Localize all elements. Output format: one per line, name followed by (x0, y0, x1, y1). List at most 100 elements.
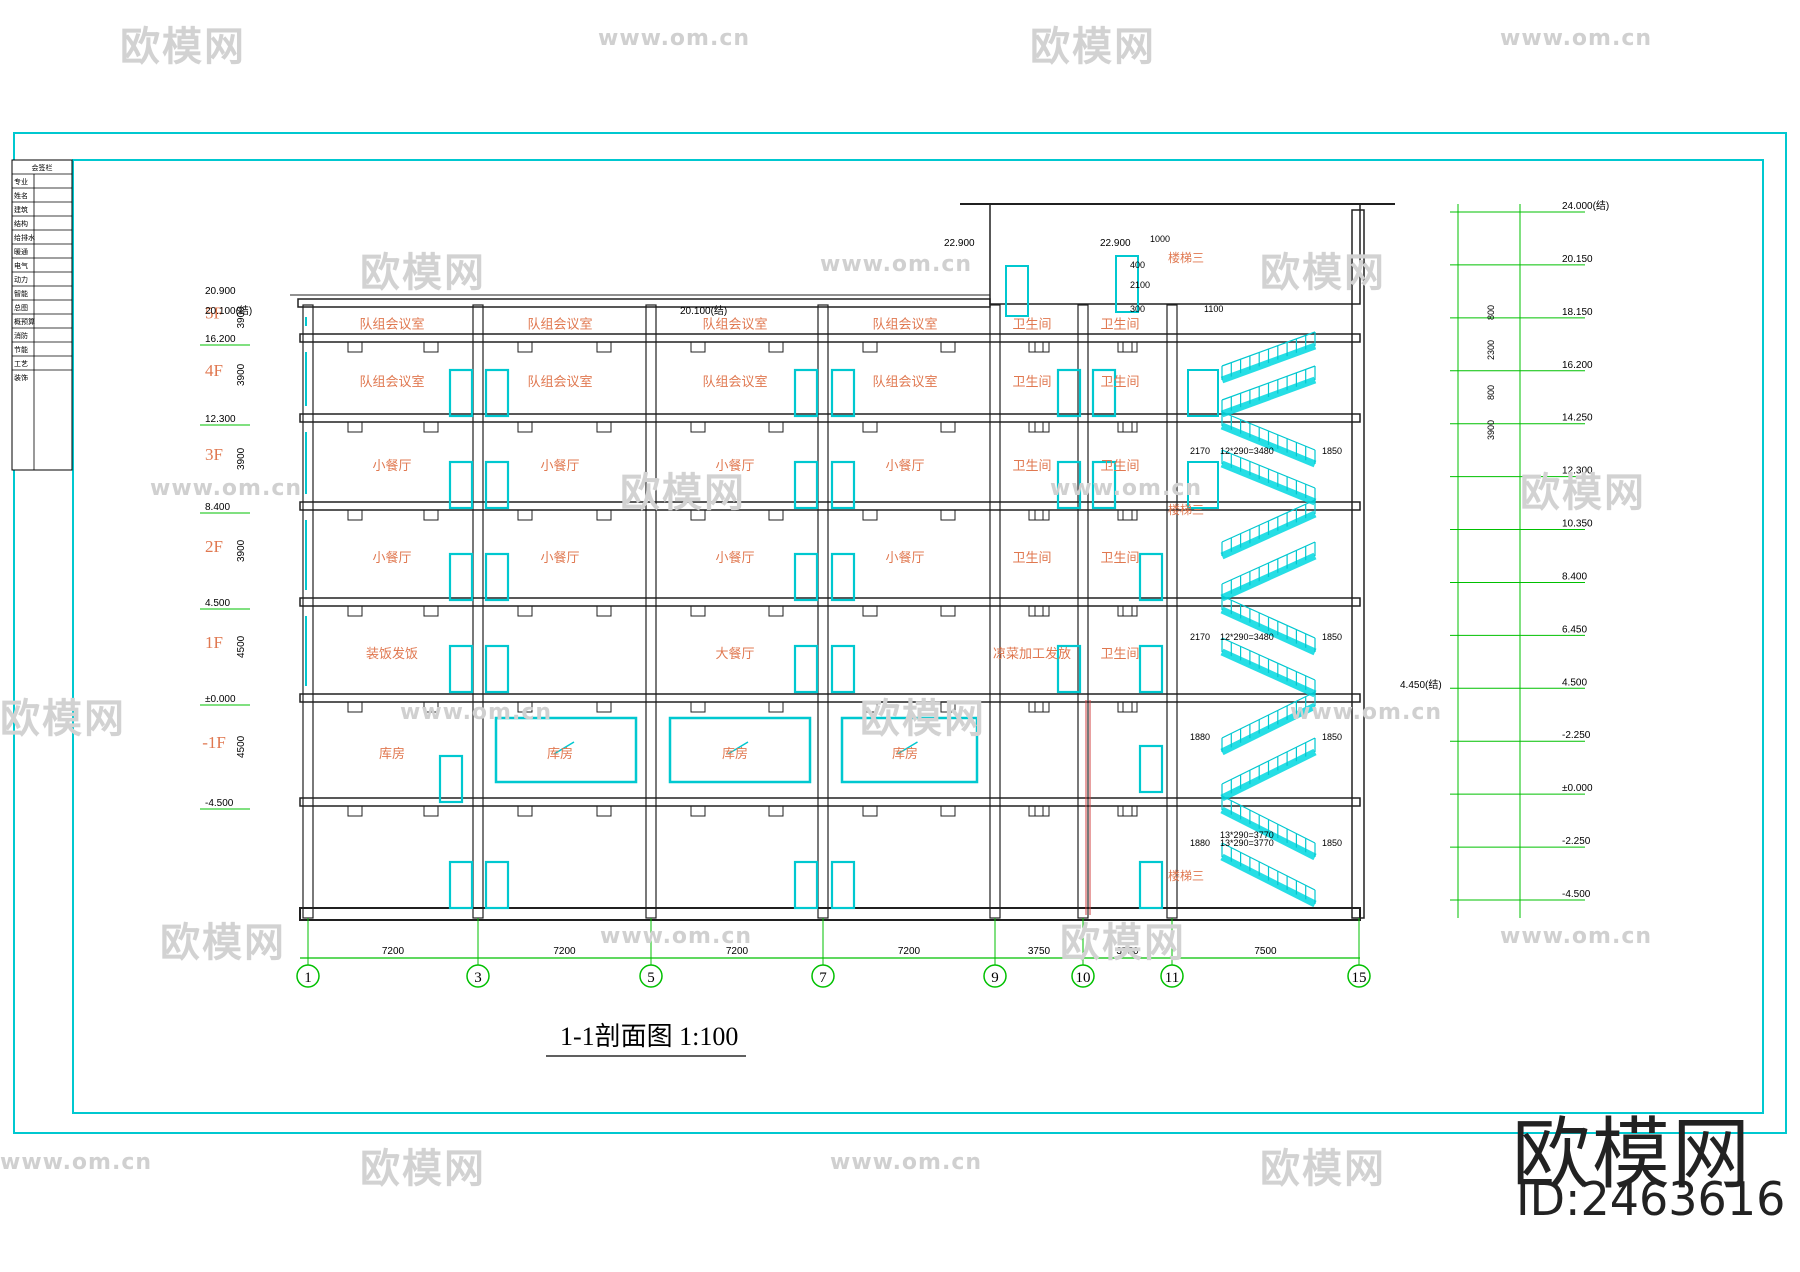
beam (517, 701, 533, 713)
door (484, 860, 510, 910)
door (438, 754, 464, 804)
floor-slab (299, 333, 1361, 343)
right-level: ±0.000 (1562, 783, 1593, 794)
watermark-url: www.om.cn (0, 1150, 153, 1175)
watermark-logo: 欧模网 (360, 250, 486, 296)
stair-handrail (1221, 449, 1316, 489)
beam (768, 509, 784, 521)
door (484, 644, 510, 694)
stair-outer-wall (1351, 209, 1365, 919)
column (645, 304, 657, 919)
signoff-row-label: 概预算 (14, 317, 35, 326)
room-label: 队组会议室 (359, 317, 424, 333)
bay-width: 7200 (898, 946, 921, 957)
beam (1122, 341, 1138, 353)
watermark-url: www.om.cn (830, 1150, 983, 1175)
bay-width: 7500 (1254, 946, 1277, 957)
stair-label: 楼梯三 (1168, 868, 1204, 883)
right-level: 24.000(结) (1562, 199, 1609, 212)
door (793, 460, 819, 510)
axis-label: 5 (647, 970, 655, 986)
axis-bubble (983, 964, 1007, 988)
bay-width: 7200 (553, 946, 576, 957)
right-level: 8.400 (1562, 571, 1587, 582)
bay-width: 3750 (1116, 946, 1139, 957)
beam (596, 605, 612, 617)
glass-hatch (727, 741, 749, 755)
beam (768, 421, 784, 433)
beam (1028, 605, 1044, 617)
stair-dimension: 12*290=3480 (1220, 632, 1274, 642)
right-level: 6.450 (1562, 624, 1587, 635)
axis-bubble (1071, 964, 1095, 988)
room-label: 小餐厅 (885, 458, 924, 474)
stair-section (1220, 331, 1317, 908)
room-label: 卫生间 (1012, 459, 1051, 474)
floor-label: 1F (205, 633, 223, 652)
watermark-logo: 欧模网 (160, 920, 286, 966)
stair-landing-left: 1880 (1190, 732, 1210, 742)
right-level: 16.200 (1562, 360, 1593, 371)
floor-height: 4500 (236, 635, 247, 658)
top-dimension: 1000 (1150, 234, 1170, 244)
column (1166, 304, 1178, 919)
watermark-logo: 欧模网 (1030, 24, 1156, 70)
stair-dimension: 13*290=3770 (1220, 830, 1274, 840)
beam (1028, 341, 1044, 353)
column (989, 304, 1001, 919)
door (448, 552, 474, 602)
door (448, 644, 474, 694)
outer-frame (13, 132, 1787, 1134)
stair-label: 楼梯三 (1168, 250, 1204, 265)
right-level: 12.300 (1562, 466, 1593, 477)
watermark-url: www.om.cn (1500, 26, 1653, 51)
axis-label: 7 (819, 970, 827, 986)
door (1056, 368, 1082, 418)
door (793, 552, 819, 602)
beam (517, 341, 533, 353)
door (1091, 368, 1117, 418)
axis-bubble (1160, 964, 1184, 988)
roof-slab-level: 20.100(结) (680, 304, 727, 317)
beam (1117, 605, 1133, 617)
watermark-url: www.om.cn (1290, 700, 1443, 725)
side-level: 4.450(结) (1400, 678, 1442, 691)
beam (596, 421, 612, 433)
glass-hatch (897, 741, 918, 755)
watermark-logo: 欧模网 (1060, 920, 1186, 966)
signoff-row-label: 结构 (14, 219, 28, 228)
watermark-url: www.om.cn (600, 924, 753, 949)
beam (517, 509, 533, 521)
right-level: 4.500 (1562, 677, 1587, 688)
beam (423, 605, 439, 617)
right-wall-dim: 800 (1486, 305, 1496, 320)
bay-width: 7200 (382, 946, 405, 957)
beam (1117, 805, 1133, 817)
floor-level: 16.200 (205, 334, 236, 345)
watermark-url: www.om.cn (1050, 476, 1203, 501)
stair-handrail (1221, 411, 1316, 451)
beam (1122, 421, 1138, 433)
door (830, 460, 856, 510)
right-level: 20.150 (1562, 254, 1593, 265)
door (448, 368, 474, 418)
axis-label: 11 (1165, 970, 1179, 986)
stair-landing-left: 2170 (1190, 632, 1210, 642)
structure-level: 20.100(结) (205, 304, 252, 317)
stair-door (1187, 369, 1219, 417)
stair-handrail (1221, 499, 1316, 543)
door (830, 644, 856, 694)
beam (423, 509, 439, 521)
signoff-row-label: 总图 (14, 303, 28, 312)
room-label: 小餐厅 (885, 550, 924, 566)
room-label: 卫生间 (1012, 318, 1051, 333)
beam (423, 805, 439, 817)
beam (690, 805, 706, 817)
axis-bubble (1347, 964, 1371, 988)
signoff-row-label: 专业 (14, 177, 28, 186)
signoff-table-border (11, 159, 73, 471)
floor-level: -4.500 (205, 798, 234, 809)
beam (347, 509, 363, 521)
signoff-row-label: 给排水 (14, 233, 35, 242)
